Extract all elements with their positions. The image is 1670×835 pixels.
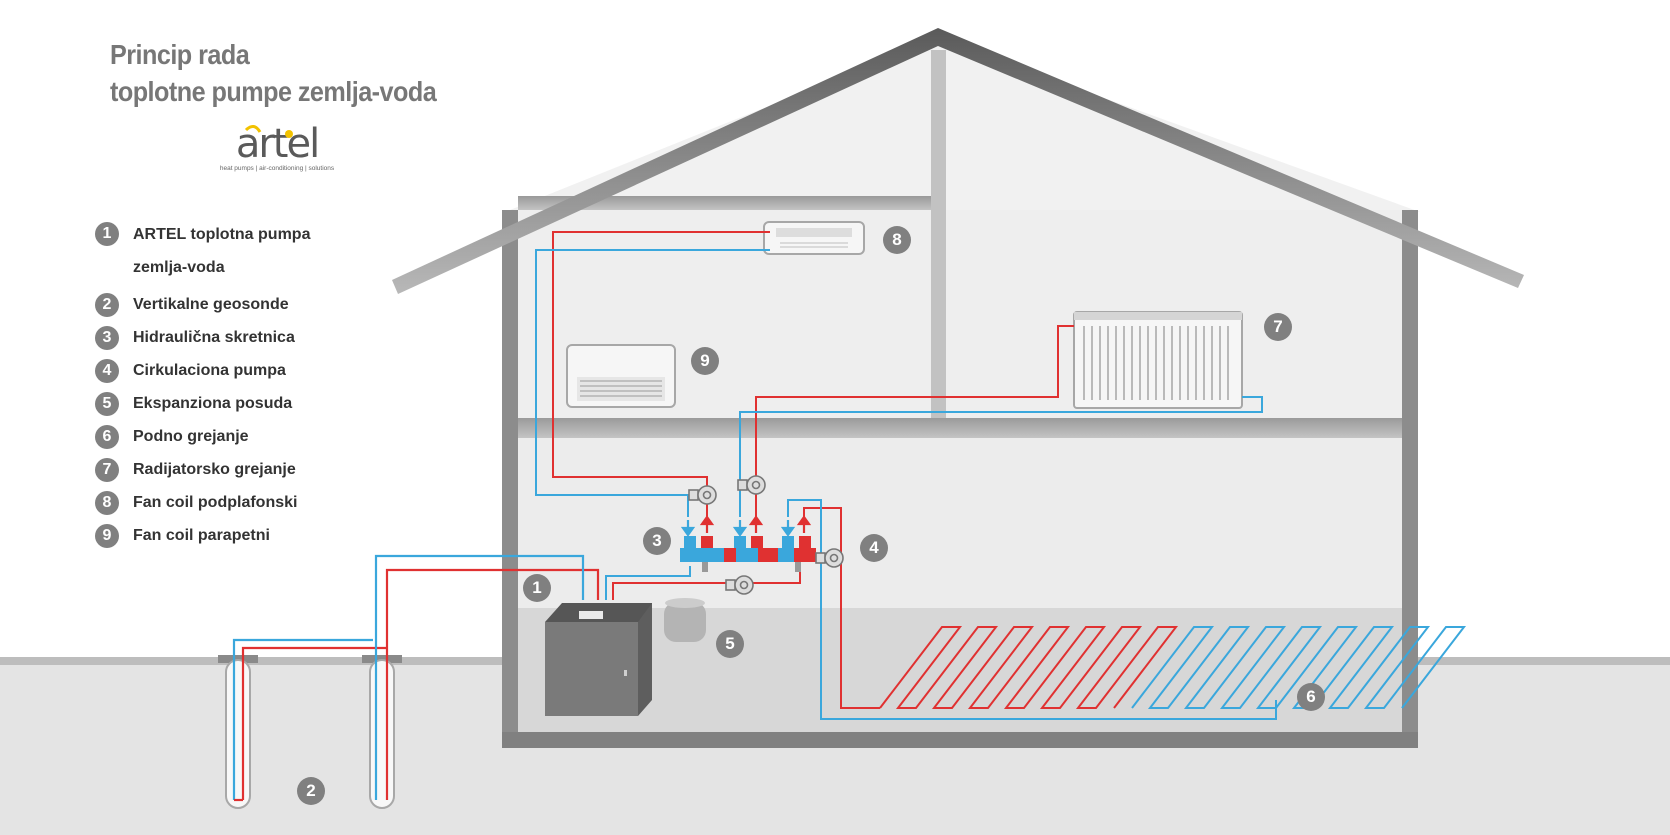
attic-area <box>505 38 1420 212</box>
flow-arrows <box>680 515 812 537</box>
legend-number-badge: 5 <box>95 392 119 416</box>
logo-dot <box>284 130 293 138</box>
floor-heating-loops <box>879 626 1467 709</box>
callout-5: 5 <box>716 630 744 658</box>
legend-number-badge: 4 <box>95 359 119 383</box>
legend-number-badge: 7 <box>95 458 119 482</box>
legend-label: Fan coil parapetni <box>133 527 270 544</box>
legend-item: 9 Fan coil parapetni <box>95 524 343 548</box>
page-title: Princip rada toplotne pumpe zemlja-voda <box>110 36 437 110</box>
legend-label: Hidraulična skretnica <box>133 329 295 346</box>
legend-item: 2 Vertikalne geosonde <box>95 293 343 317</box>
parapet-fan-coil <box>566 344 676 408</box>
legend-number-badge: 3 <box>95 326 119 350</box>
radiator <box>1073 311 1243 409</box>
basement-wall <box>502 732 1418 748</box>
distribution-pipes <box>535 231 1277 720</box>
callout-9: 9 <box>691 347 719 375</box>
middle-floor <box>518 418 1402 438</box>
logo-tagline: heat pumps | air-conditioning | solution… <box>219 165 335 172</box>
legend-item: 4 Cirkulaciona pumpa <box>95 359 343 383</box>
title-line-2: toplotne pumpe zemlja-voda <box>110 76 437 107</box>
legend-label: ARTEL toplotna pumpa zemlja-voda <box>133 226 311 276</box>
expansion-vessel <box>664 598 706 642</box>
legend-item: 8 Fan coil podplafonski <box>95 491 343 515</box>
callout-6: 6 <box>1297 683 1325 711</box>
probe-pipes <box>232 554 600 802</box>
attic-floor <box>518 196 931 210</box>
callout-1: 1 <box>523 574 551 602</box>
callout-2: 2 <box>297 777 325 805</box>
legend: 1 ARTEL toplotna pumpa zemlja-voda 2 Vertik… <box>95 222 343 557</box>
legend-number-badge: 9 <box>95 524 119 548</box>
legend-item: 5 Ekspanziona posuda <box>95 392 343 416</box>
legend-label: Podno grejanje <box>133 428 249 445</box>
hydraulic-separator <box>680 536 816 572</box>
artel-logo: artel heat pumps | air-conditioning | so… <box>207 124 347 172</box>
legend-label: Radijatorsko grejanje <box>133 461 296 478</box>
callout-3: 3 <box>643 527 671 555</box>
logo-wordmark: artel <box>235 121 320 167</box>
legend-item: 1 ARTEL toplotna pumpa zemlja-voda <box>95 222 343 284</box>
title-line-1: Princip rada <box>110 39 250 70</box>
circulation-pumps <box>688 475 844 595</box>
ceiling-fan-coil <box>763 221 865 255</box>
legend-number-badge: 6 <box>95 425 119 449</box>
legend-number-badge: 1 <box>95 222 119 246</box>
legend-number-badge: 2 <box>95 293 119 317</box>
legend-label: Vertikalne geosonde <box>133 296 289 313</box>
legend-label: Fan coil podplafonski <box>133 494 298 511</box>
legend-label: Cirkulaciona pumpa <box>133 362 286 379</box>
inner-wall <box>931 50 946 418</box>
logo-swoosh <box>244 125 262 133</box>
callout-7: 7 <box>1264 313 1292 341</box>
callout-8: 8 <box>883 226 911 254</box>
heat-pump-unit <box>545 603 652 716</box>
legend-label: Ekspanziona posuda <box>133 395 293 412</box>
legend-item: 7 Radijatorsko grejanje <box>95 458 343 482</box>
callout-4: 4 <box>860 534 888 562</box>
legend-item: 6 Podno grejanje <box>95 425 343 449</box>
legend-item: 3 Hidraulična skretnica <box>95 326 343 350</box>
legend-number-badge: 8 <box>95 491 119 515</box>
